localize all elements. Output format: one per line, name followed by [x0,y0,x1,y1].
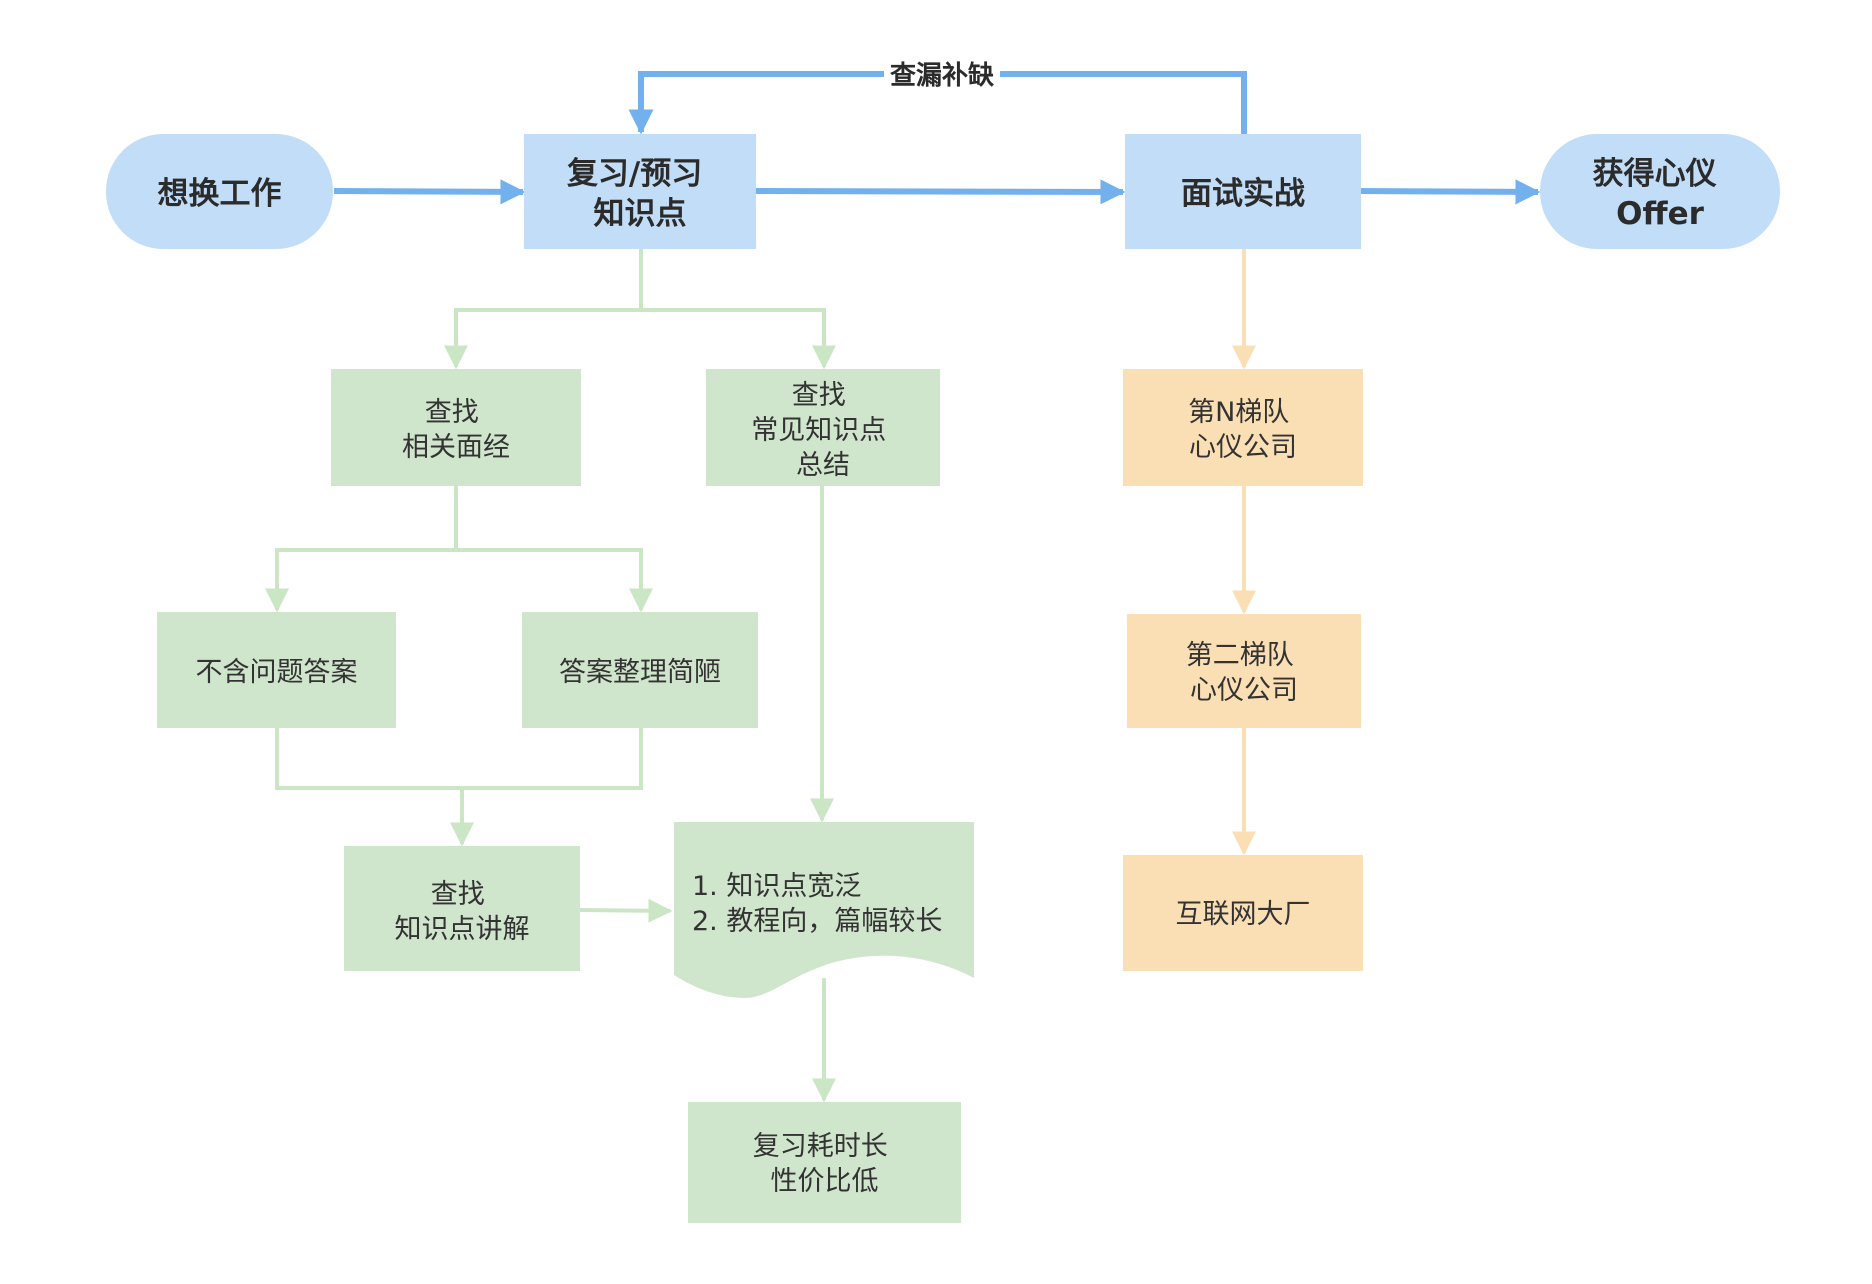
node-offer-label: 获得心仪 Offer [1593,156,1728,232]
node-result-line-2: 性价比低 [771,1166,879,1197]
edge-experience-to-no-answers [265,486,458,613]
node-answers-simple-label: 答案整理简陋 [559,657,721,688]
node-interview-line-1: 面试实战 [1181,176,1305,212]
node-review-label: 复习/预习 知识点 [567,156,713,232]
node-find-summary[interactable] [706,369,940,486]
node-find-summary-line-1: 查找 [792,380,846,411]
node-find-summary-line-2: 常见知识点 [751,415,886,446]
node-offer-line-2: Offer [1616,196,1704,232]
node-tier-2-line-1: 第二梯队 [1186,640,1294,671]
node-start-label: 想换工作 [158,176,282,212]
edge-label-background [884,56,1000,92]
node-find-experience-line-1: 查找 [425,397,479,428]
edge-review-to-interview [755,179,1126,205]
node-doc-note-line-2: 2. 教程向，篇幅较长 [692,906,942,937]
edge-no-answers-merge [275,728,643,790]
node-tier-2-line-2: 心仪公司 [1190,675,1298,706]
node-big-tech[interactable] [1123,855,1363,971]
node-find-experience[interactable] [331,369,581,486]
node-answers-simple[interactable] [522,612,758,728]
node-big-tech-label: 互联网大厂 [1176,899,1311,930]
node-result[interactable] [688,1102,961,1223]
node-doc-note-line-1: 1. 知识点宽泛 [692,871,861,902]
edge-find-explain-to-doc [579,898,673,923]
node-find-experience-label: 查找 相关面经 [402,397,510,463]
node-tier-n-line-1: 第N梯队 [1188,397,1289,428]
node-tier-n-label: 第N梯队 心仪公司 [1188,397,1298,463]
node-find-explain[interactable] [344,846,580,971]
node-interview[interactable] [1125,134,1361,249]
node-find-explain-line-1: 查找 [431,879,485,910]
node-result-label: 复习耗时长 性价比低 [753,1131,897,1197]
node-big-tech-line-1: 互联网大厂 [1176,899,1311,930]
node-find-experience-line-2: 相关面经 [402,432,510,463]
node-tier-2[interactable] [1127,614,1361,728]
node-offer[interactable] [1540,134,1780,249]
node-no-answers-line-1: 不含问题答案 [196,657,358,688]
node-doc-note[interactable] [674,822,974,998]
edge-interview-to-offer [1359,179,1541,205]
node-review-line-1: 复习/预习 [567,156,702,192]
node-no-answers-label: 不含问题答案 [196,657,358,688]
node-start[interactable] [106,134,333,249]
node-interview-label: 面试实战 [1181,176,1305,212]
node-review[interactable] [524,134,756,249]
node-find-summary-line-3: 总结 [796,450,850,481]
node-answers-simple-line-1: 答案整理简陋 [559,657,721,688]
edge-review-to-summary [641,308,836,370]
node-find-explain-label: 查找 知识点讲解 [395,879,530,945]
edge-start-to-review [333,179,526,205]
node-tier-n[interactable] [1123,369,1363,486]
edge-experience-to-answers-simple [456,548,653,613]
node-doc-note-label: 1. 知识点宽泛 2. 教程向，篇幅较长 [692,871,942,937]
edge-label-feedback: 查漏补缺 [890,61,995,91]
edge-review-to-experience [444,249,643,370]
node-offer-line-1: 获得心仪 [1593,156,1717,192]
node-no-answers[interactable] [157,612,396,728]
node-find-summary-label: 查找 常见知识点 总结 [751,380,895,481]
node-tier-n-line-2: 心仪公司 [1189,432,1297,463]
node-result-line-1: 复习耗时长 [753,1131,888,1162]
node-tier-2-label: 第二梯队 心仪公司 [1186,640,1303,706]
node-start-line-1: 想换工作 [158,176,282,212]
node-review-line-2: 知识点 [594,196,687,232]
node-find-explain-line-2: 知识点讲解 [395,914,530,945]
